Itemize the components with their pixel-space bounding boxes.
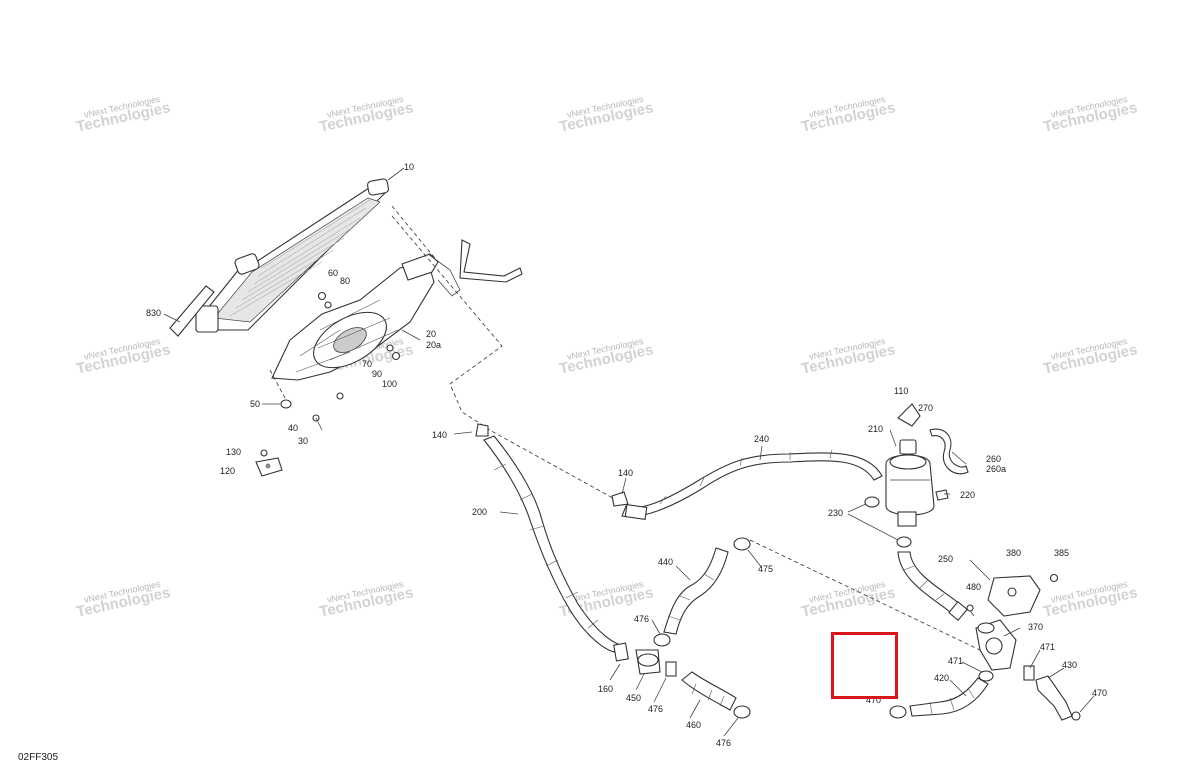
- label-240: 240: [754, 434, 769, 444]
- hose-420: [889, 670, 994, 719]
- part-labels: 10 830 60 80 20 20a 70 90 100 50 40 30 1…: [146, 162, 1107, 748]
- label-20: 20: [426, 329, 436, 339]
- label-250: 250: [938, 554, 953, 564]
- label-160: 160: [598, 684, 613, 694]
- highlight-box: [831, 632, 898, 699]
- label-20a: 20a: [426, 340, 441, 350]
- assembly-lines: [269, 205, 981, 651]
- fasteners: [255, 291, 401, 477]
- label-200: 200: [472, 507, 487, 517]
- label-470-b: 470: [1092, 688, 1107, 698]
- thermostat-housing: [966, 573, 1059, 671]
- label-460: 460: [686, 720, 701, 730]
- hose-430: [1023, 665, 1081, 721]
- label-420: 420: [934, 673, 949, 683]
- hose-250: [897, 551, 968, 621]
- label-120: 120: [220, 466, 235, 476]
- label-50: 50: [250, 399, 260, 409]
- label-385: 385: [1054, 548, 1069, 558]
- label-380: 380: [1006, 548, 1021, 558]
- label-450: 450: [626, 693, 641, 703]
- label-270: 270: [918, 403, 933, 413]
- label-40: 40: [288, 423, 298, 433]
- label-220: 220: [960, 490, 975, 500]
- label-476-c: 476: [716, 738, 731, 748]
- label-476-a: 476: [634, 614, 649, 624]
- fitting-450: [635, 649, 677, 677]
- leader-lines: [163, 167, 1095, 737]
- diagram-code: 02FF305: [18, 752, 59, 763]
- label-80: 80: [340, 276, 350, 286]
- radiator-assembly: [169, 178, 523, 381]
- label-260a: 260a: [986, 464, 1006, 474]
- label-475: 475: [758, 564, 773, 574]
- hose-460: [681, 671, 751, 719]
- label-470-a: 470: [866, 695, 881, 705]
- label-471-a: 471: [948, 656, 963, 666]
- label-471-b: 471: [1040, 642, 1055, 652]
- coolant-reservoir: [864, 403, 969, 548]
- label-476-b: 476: [648, 704, 663, 714]
- label-210: 210: [868, 424, 883, 434]
- label-60: 60: [328, 268, 338, 278]
- label-260: 260: [986, 454, 1001, 464]
- label-440: 440: [658, 557, 673, 567]
- hose-200: [475, 423, 629, 662]
- label-230: 230: [828, 508, 843, 518]
- label-140-a: 140: [432, 430, 447, 440]
- label-480: 480: [966, 582, 981, 592]
- foam-strip: [169, 285, 215, 337]
- label-430: 430: [1062, 660, 1077, 670]
- label-140-b: 140: [618, 468, 633, 478]
- label-830: 830: [146, 308, 161, 318]
- hose-240: [611, 449, 883, 520]
- label-90: 90: [372, 369, 382, 379]
- label-70: 70: [362, 359, 372, 369]
- label-130: 130: [226, 447, 241, 457]
- label-30: 30: [298, 436, 308, 446]
- label-10: 10: [404, 162, 414, 172]
- label-110: 110: [894, 386, 908, 396]
- hose-440: [653, 537, 751, 647]
- label-370: 370: [1028, 622, 1043, 632]
- label-100: 100: [382, 379, 397, 389]
